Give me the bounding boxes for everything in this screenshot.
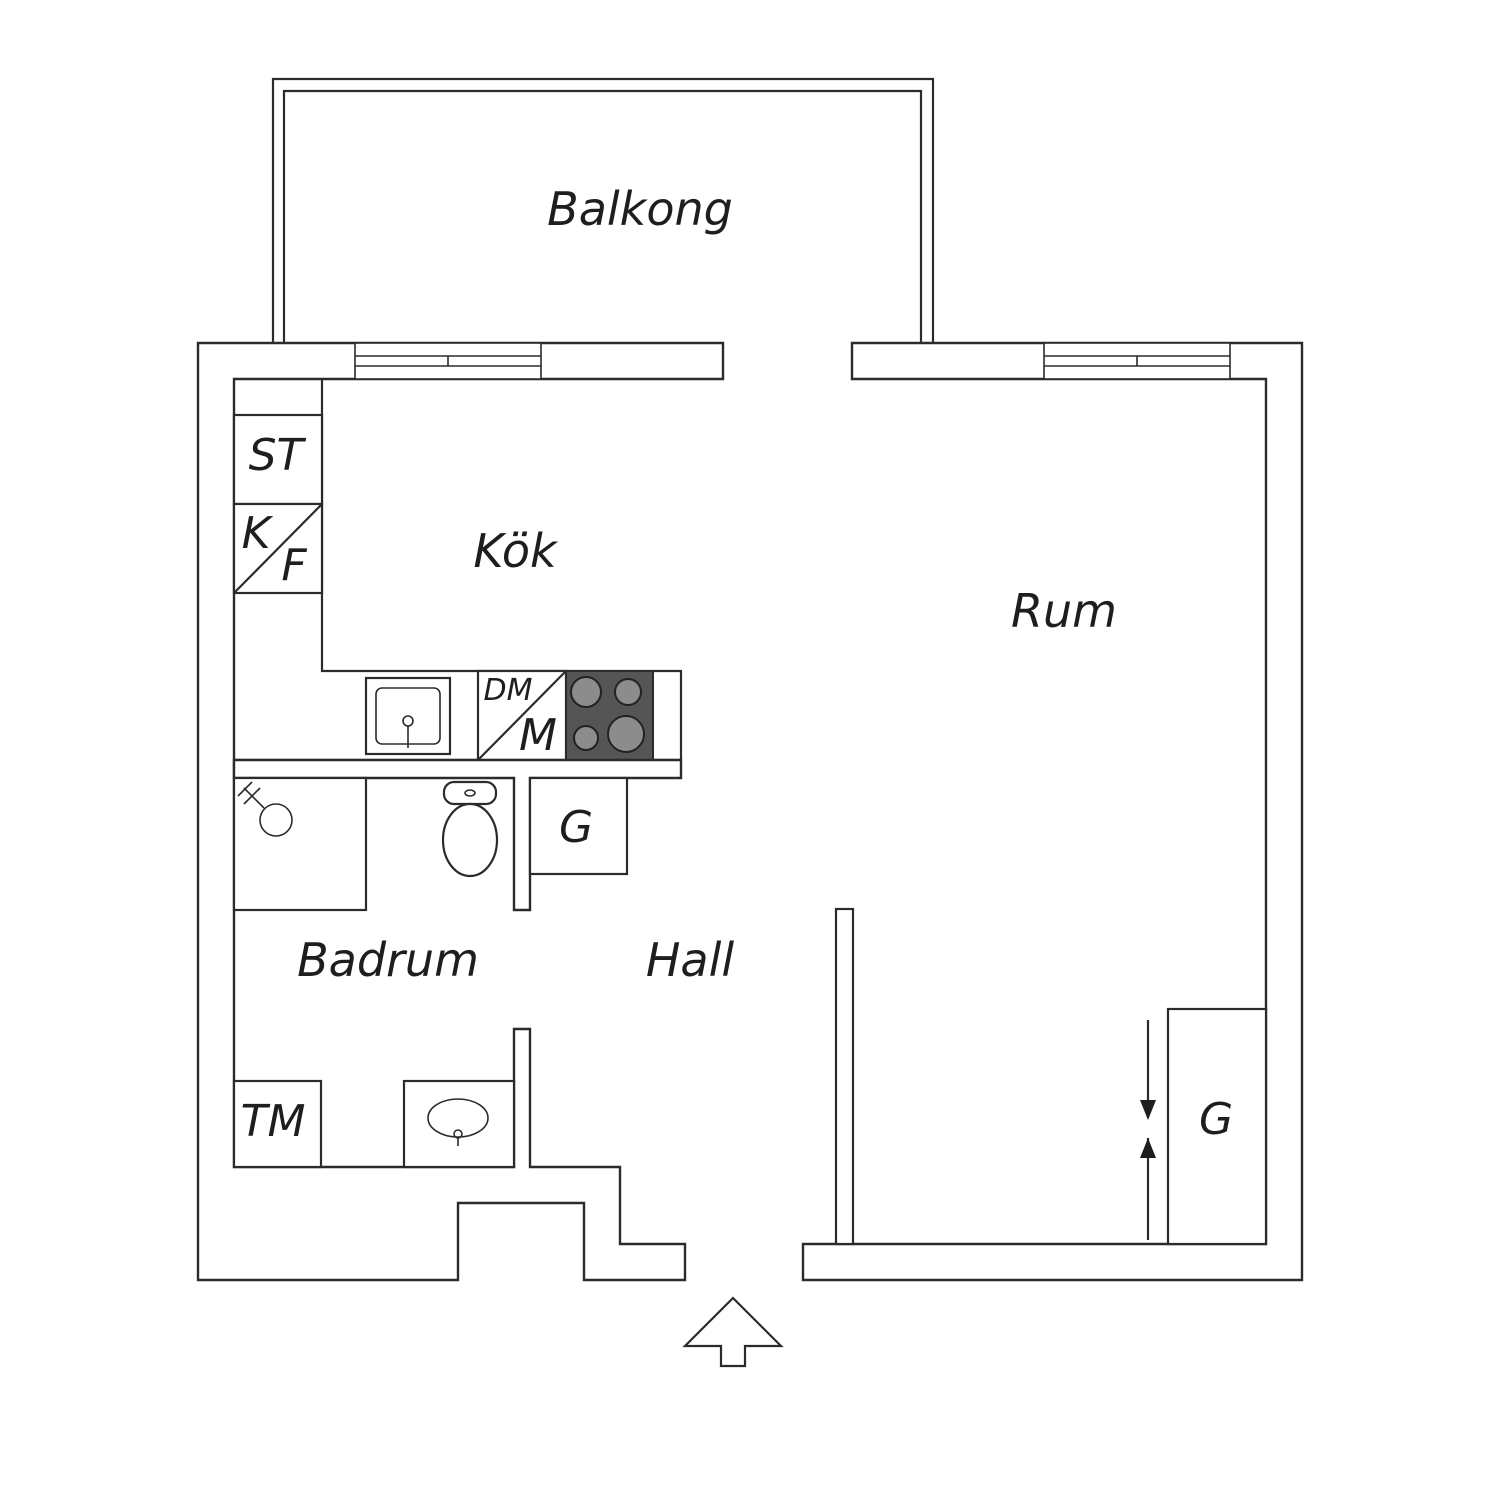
label-dishwasher-bottom: M: [519, 710, 557, 761]
label-closet-hall: G: [559, 802, 593, 853]
label-fridge: ST: [249, 430, 307, 481]
label-balcony: Balkong: [547, 182, 733, 236]
stove-hob-icon: [565, 670, 654, 761]
closet-room: [1166, 1007, 1268, 1246]
fridge: [232, 413, 324, 506]
outer-wall-left: [196, 341, 725, 1282]
sliding-door-arrows-icon: [1140, 1020, 1156, 1240]
fridge-freezer: [232, 502, 324, 595]
dishwasher: [476, 669, 568, 762]
label-closet-room: G: [1199, 1094, 1233, 1145]
label-hall: Hall: [646, 933, 735, 987]
label-dishwasher-top: DM: [484, 673, 533, 708]
label-living-room: Rum: [1011, 584, 1117, 638]
shower-head-icon: [232, 776, 368, 912]
label-fridge-freezer-top: K: [242, 508, 274, 559]
washing-machine: [232, 1079, 323, 1169]
toilet-icon: [441, 780, 499, 878]
label-fridge-freezer-bottom: F: [281, 540, 307, 591]
window-room: [1043, 342, 1231, 380]
partition-wall: [834, 907, 855, 1246]
wash-basin-icon: [402, 1079, 516, 1169]
kitchen-sink-icon: [364, 676, 452, 756]
label-washer: TM: [241, 1096, 306, 1147]
balcony: [271, 77, 935, 343]
closet-hall: [528, 776, 629, 876]
label-kitchen: Kök: [473, 524, 559, 578]
window-kitchen: [354, 342, 542, 380]
label-bathroom: Badrum: [297, 933, 479, 987]
entrance-arrow-icon: [682, 1296, 784, 1368]
outer-wall-right: [801, 341, 1304, 1282]
